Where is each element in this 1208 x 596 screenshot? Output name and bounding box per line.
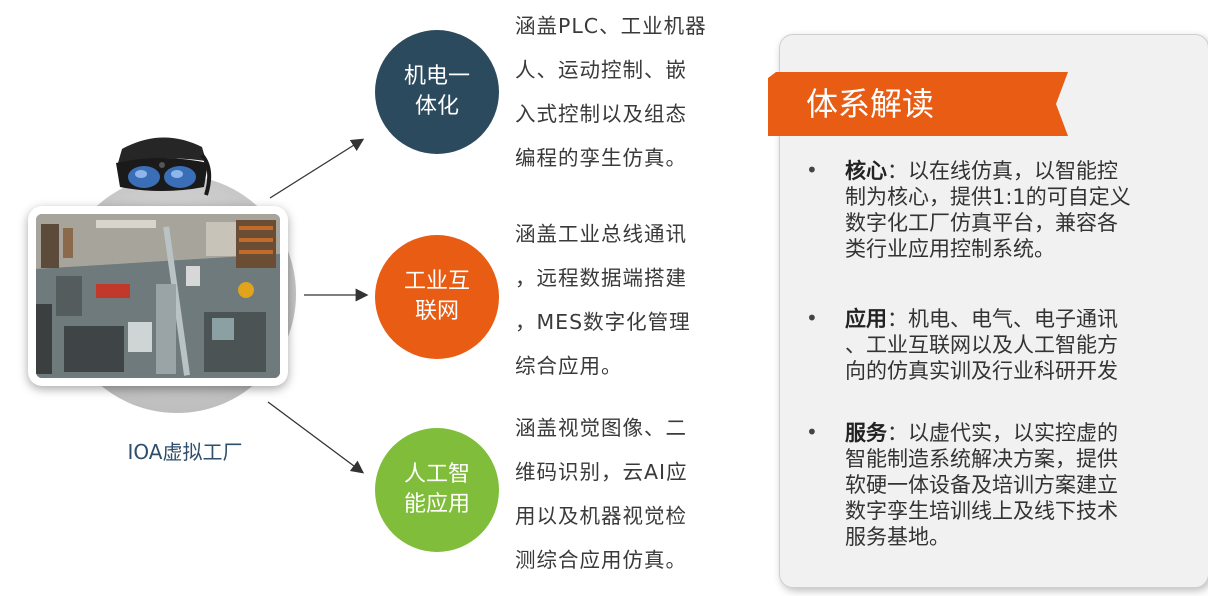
topic-title-line: 能应用: [403, 492, 470, 517]
bullet-separator: ：: [887, 421, 908, 445]
topic-title-line: 工业互: [403, 269, 470, 294]
virtual-factory-image: [36, 214, 280, 378]
bullet-line: 智能制造系统解决方案，提供: [845, 447, 1118, 471]
topic-circle-mechatronics: 机电一 体化: [375, 30, 499, 154]
topic-title-line: 体化: [414, 94, 459, 119]
description-line: 维码识别，云AI应: [515, 460, 688, 484]
bullet-separator: ：: [887, 159, 908, 183]
description-line: ，远程数据端搭建: [515, 266, 687, 290]
bullet-separator: ：: [887, 307, 908, 331]
bullet-line: 以虚代实，以实控虚的: [908, 421, 1118, 445]
bullet-marker: •: [806, 306, 818, 330]
bullet-line: 类行业应用控制系统。: [845, 237, 1055, 261]
hub-label: IOA虚拟工厂: [127, 440, 243, 464]
topic-description-ai-application: 涵盖视觉图像、二 维码识别，云AI应 用以及机器视觉检 测综合应用仿真。: [515, 406, 733, 582]
description-line: 编程的孪生仿真。: [515, 146, 687, 170]
topic-title-line: 人工智: [403, 462, 470, 487]
description-line: 涵盖PLC、工业机器: [515, 14, 707, 38]
description-line: 入式控制以及组态: [515, 102, 687, 126]
bullet-application: 应用：机电、电气、电子通讯 、工业互联网以及人工智能方 向的仿真实训及行业科研开…: [845, 306, 1167, 384]
panel-title-banner: [768, 72, 1068, 136]
topic-description-mechatronics: 涵盖PLC、工业机器 人、运动控制、嵌 入式控制以及组态 编程的孪生仿真。: [515, 4, 733, 180]
description-line: 测综合应用仿真。: [515, 548, 687, 572]
description-line: ，MES数字化管理: [515, 310, 691, 334]
bullet-label: 核心: [845, 159, 887, 183]
bullet-line: 数字化工厂仿真平台，兼容各: [845, 211, 1118, 235]
topic-title-line: 机电一: [403, 64, 470, 89]
bullet-line: 制为核心，提供1:1的可自定义: [845, 185, 1131, 209]
factory-image-card: [28, 206, 288, 386]
bullet-line: 向的仿真实训及行业科研开发: [845, 359, 1118, 383]
topic-circle-ai-application: 人工智 能应用: [375, 428, 499, 552]
description-line: 涵盖视觉图像、二: [515, 416, 687, 440]
bullet-label: 服务: [845, 421, 887, 445]
arrow-to-ai: [267, 401, 365, 474]
bullet-label: 应用: [845, 307, 887, 331]
panel-title: 体系解读: [806, 85, 935, 123]
bullet-line: 服务基地。: [845, 525, 950, 549]
arrow-to-mech: [269, 138, 365, 199]
description-line: 综合应用。: [515, 354, 623, 378]
bullet-marker: •: [806, 420, 818, 444]
description-line: 用以及机器视觉检: [515, 504, 687, 528]
bullet-core: 核心：以在线仿真，以智能控 制为核心，提供1:1的可自定义 数字化工厂仿真平台，…: [845, 158, 1167, 262]
bullet-marker: •: [806, 158, 818, 182]
description-line: 人、运动控制、嵌: [515, 58, 687, 82]
bullet-line: 以在线仿真，以智能控: [908, 159, 1118, 183]
bullet-service: 服务：以虚代实，以实控虚的 智能制造系统解决方案，提供 软硬一体设备及培训方案建…: [845, 420, 1167, 550]
description-line: 涵盖工业总线通讯: [515, 222, 687, 246]
topic-description-industrial-internet: 涵盖工业总线通讯 ，远程数据端搭建 ，MES数字化管理 综合应用。: [515, 212, 733, 388]
bullet-line: 、工业互联网以及人工智能方: [845, 333, 1118, 357]
topic-title-line: 联网: [414, 299, 459, 324]
bullet-line: 软硬一体设备及培训方案建立: [845, 473, 1118, 497]
bullet-line: 数字孪生培训线上及线下技术: [845, 499, 1118, 523]
bullet-line: 机电、电气、电子通讯: [908, 307, 1118, 331]
topic-circle-industrial-internet: 工业互 联网: [375, 235, 499, 359]
vr-headset-icon: [116, 137, 212, 196]
